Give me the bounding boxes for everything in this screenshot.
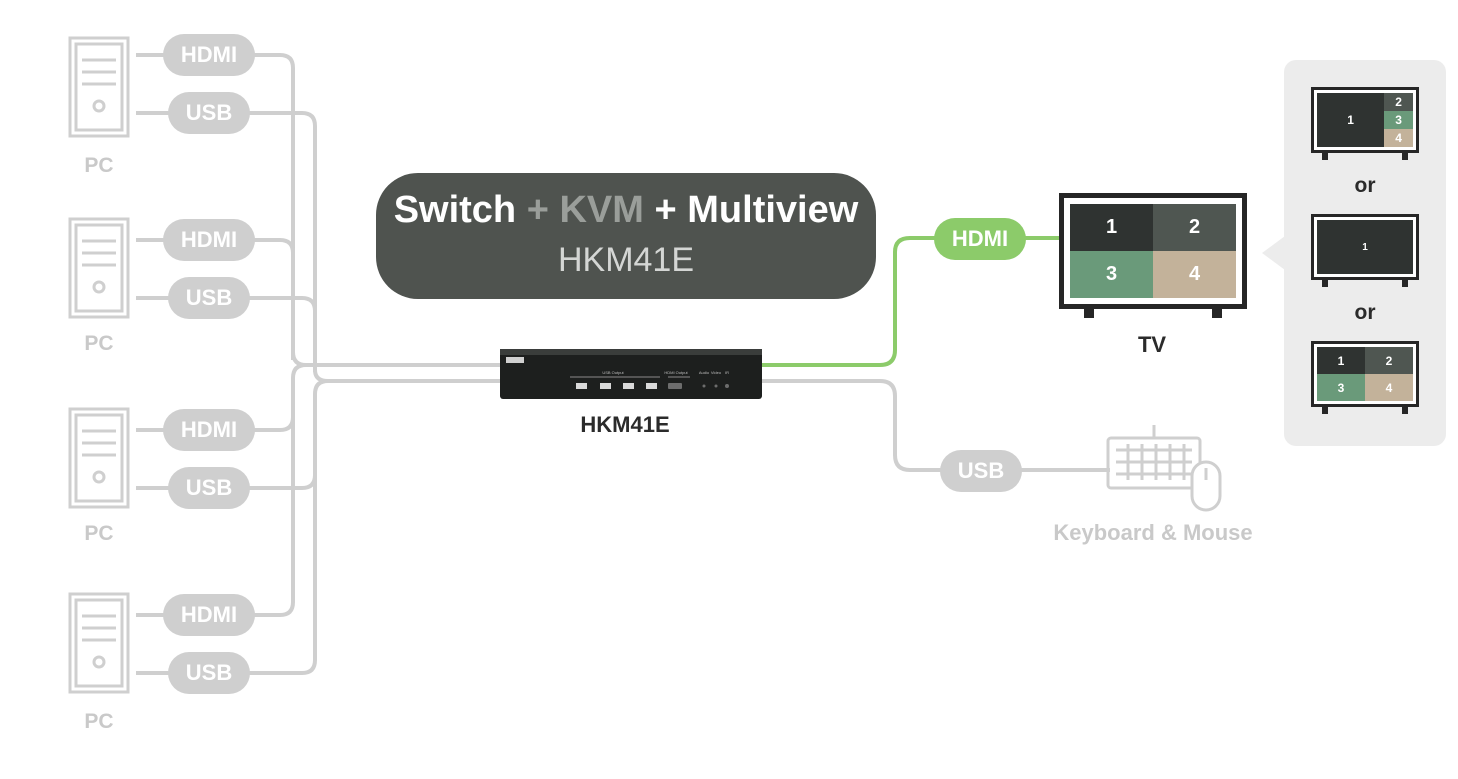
banner-word-multiview: Multiview [687,189,859,231]
hdmi-badge: HDMI [163,34,255,76]
mini-leg [1402,152,1408,160]
keyboard-mouse-icon [1106,425,1222,512]
mini-cell-3: 3 [1317,374,1365,401]
mini-leg [1402,406,1408,414]
mini-cell-1: 1 [1317,347,1365,374]
tv-leg [1084,306,1094,318]
cable-pc4-usb [136,394,317,675]
usb-badge: USB [168,92,250,134]
or-separator: or [1354,301,1376,324]
mini-cell-4: 4 [1365,374,1413,401]
pc-tower-icon [68,407,130,509]
banner-plus: + [654,189,677,231]
pc-tower-icon [68,36,130,138]
pc-label: PC [84,332,114,355]
usb-badge: USB [168,467,250,509]
device-text-hdmi-output: HDMI Output [664,370,688,375]
pc-label: PC [84,154,114,177]
pc-cables [136,53,505,675]
device-text-audio: Audio [699,370,710,375]
layout-option-pip: 1 2 3 4 [1311,87,1419,160]
banner-word-kvm: KVM [559,189,644,231]
device-text-ir: IR [725,370,729,375]
hdmi-badge: HDMI [163,219,255,261]
ir-sensor [725,384,729,388]
layout-option-single: 1 [1311,214,1419,287]
cable-pc2-usb [136,296,317,372]
tv-leg [1212,306,1222,318]
tv-label: TV [1137,332,1167,357]
mini-leg [1402,279,1408,287]
tv-quad-1: 1 [1070,204,1153,251]
usb-port [623,383,634,389]
mini-screen: 1 2 3 4 [1317,347,1413,401]
banner-model: HKM41E [557,241,695,279]
banner-plus: + [526,189,549,231]
tv-icon: 1 2 3 4 [1059,193,1247,318]
device-logo-plate [506,357,524,363]
mini-cell-1: 1 [1317,220,1413,274]
hdmi-port [668,383,682,389]
or-separator: or [1354,174,1376,197]
pc-tower-icons [68,36,130,694]
tv-quad-4: 4 [1153,251,1236,298]
pc-tower-icon [68,592,130,694]
usb-badge: USB [168,277,250,319]
layout-option-quad: 1 2 3 4 [1311,341,1419,414]
hdmi-badge: HDMI [163,594,255,636]
video-jack [714,384,718,388]
device-text-video: Video [711,370,722,375]
device-label: HKM41E [580,412,670,437]
mini-cell-3: 3 [1384,110,1413,129]
audio-jack [702,384,706,388]
tv-quad-2: 2 [1153,204,1236,251]
cable-peripheral-usb [760,379,1110,472]
mini-screen: 1 [1317,220,1413,274]
mini-cell-2: 2 [1384,93,1413,112]
peripheral-usb-badge: USB [940,450,1022,492]
usb-badge: USB [168,652,250,694]
usb-port [646,383,657,389]
product-banner: Switch + KVM + Multiview HKM41E [376,173,876,299]
mini-screen: 1 2 3 4 [1317,93,1413,147]
pc-label: PC [84,522,114,545]
banner-headline: Switch + KVM + Multiview [376,189,876,232]
tv-quad-3: 3 [1070,251,1153,298]
cable-pc4-hdmi [136,378,295,617]
cable-pc2-hdmi [136,238,295,360]
mini-leg [1322,406,1328,414]
pc-tower-icon [68,217,130,319]
mini-cell-4: 4 [1384,128,1413,147]
usb-port [600,383,611,389]
options-pointer [1262,236,1285,270]
tv-screen: 1 2 3 4 [1070,204,1236,298]
cable-output-hdmi [760,236,1062,367]
pc-label: PC [84,710,114,733]
hkm41e-device: USB Output HDMI Output Audio Video IR [500,349,762,399]
mini-cell-2: 2 [1365,347,1413,374]
hdmi-badge: HDMI [163,409,255,451]
output-hdmi-badge: HDMI [934,218,1026,260]
mini-leg [1322,152,1328,160]
usb-port [576,383,587,389]
banner-word-switch: Switch [393,189,517,231]
mini-leg [1322,279,1328,287]
mini-cell-1: 1 [1317,93,1385,147]
device-text-usb-output: USB Output [602,370,624,375]
keyboard-mouse-label: Keyboard & Mouse [1053,520,1253,545]
